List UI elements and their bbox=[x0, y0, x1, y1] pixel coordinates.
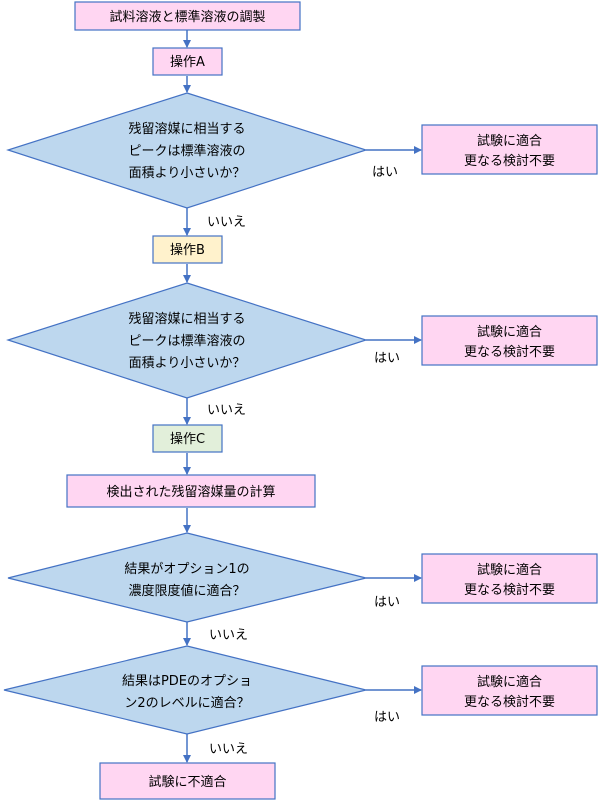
pass1-line-1: 試験に適合 bbox=[477, 133, 542, 149]
q1-diamond: 残留溶媒に相当する ピークは標準溶液の 面積より小さいか？ bbox=[6, 92, 368, 209]
q2-line-2: ピークは標準溶液の bbox=[128, 333, 245, 349]
op-a-label: 操作A bbox=[170, 54, 205, 70]
q4-line-1: 結果はPDEのオプショ bbox=[122, 674, 252, 689]
q2-line-3: 面積より小さいか？ bbox=[129, 356, 246, 371]
pass-box-2: 試験に適合 更なる検討不要 bbox=[421, 315, 598, 366]
yes-label-3: はい bbox=[374, 595, 400, 610]
op-c-box: 操作C bbox=[152, 424, 223, 453]
pass2-line-1: 試験に適合 bbox=[477, 324, 542, 340]
pass3-line-2: 更なる検討不要 bbox=[464, 582, 555, 598]
fail-label: 試験に不適合 bbox=[148, 774, 226, 790]
pass-box-1: 試験に適合 更なる検討不要 bbox=[421, 124, 598, 175]
pass-box-4: 試験に適合 更なる検討不要 bbox=[421, 665, 598, 716]
no-label-3: いいえ bbox=[209, 628, 248, 643]
q4-diamond: 結果はPDEのオプショ ン2のレベルに適合？ bbox=[3, 645, 367, 735]
op-c-label: 操作C bbox=[170, 431, 205, 447]
q4-line-2: ン2のレベルに適合？ bbox=[124, 695, 249, 711]
pass4-line-1: 試験に適合 bbox=[477, 674, 542, 690]
yes-label-2: はい bbox=[374, 351, 400, 366]
prep-box: 試料溶液と標準溶液の調製 bbox=[74, 1, 301, 31]
op-b-label: 操作B bbox=[170, 242, 205, 258]
op-b-box: 操作B bbox=[152, 235, 223, 264]
calc-label: 検出された残留溶媒量の計算 bbox=[106, 484, 275, 500]
q1-line-3: 面積より小さいか？ bbox=[129, 166, 246, 181]
yes-label-1: はい bbox=[372, 165, 398, 180]
no-label-2: いいえ bbox=[207, 403, 246, 418]
pass-box-3: 試験に適合 更なる検討不要 bbox=[421, 553, 598, 604]
no-label-1: いいえ bbox=[207, 215, 246, 230]
q2-line-1: 残留溶媒に相当する bbox=[128, 312, 245, 327]
q1-line-2: ピークは標準溶液の bbox=[128, 143, 245, 159]
q3-line-2: 濃度限度値に適合？ bbox=[128, 583, 245, 599]
prep-label: 試料溶液と標準溶液の調製 bbox=[109, 9, 265, 25]
pass2-line-2: 更なる検討不要 bbox=[464, 344, 555, 360]
q3-diamond: 結果がオプション1の 濃度限度値に適合？ bbox=[7, 532, 367, 623]
q3-line-1: 結果がオプション1の bbox=[124, 562, 249, 577]
pass1-line-2: 更なる検討不要 bbox=[464, 153, 555, 169]
yes-label-4: はい bbox=[374, 710, 400, 725]
q2-diamond: 残留溶媒に相当する ピークは標準溶液の 面積より小さいか？ bbox=[6, 282, 368, 399]
no-label-4: いいえ bbox=[209, 742, 248, 757]
op-a-box: 操作A bbox=[152, 47, 223, 76]
pass4-line-2: 更なる検討不要 bbox=[464, 694, 555, 710]
q1-line-1: 残留溶媒に相当する bbox=[128, 122, 245, 137]
pass3-line-1: 試験に適合 bbox=[477, 562, 542, 578]
fail-box: 試験に不適合 bbox=[99, 762, 276, 800]
calc-box: 検出された残留溶媒量の計算 bbox=[66, 474, 316, 508]
